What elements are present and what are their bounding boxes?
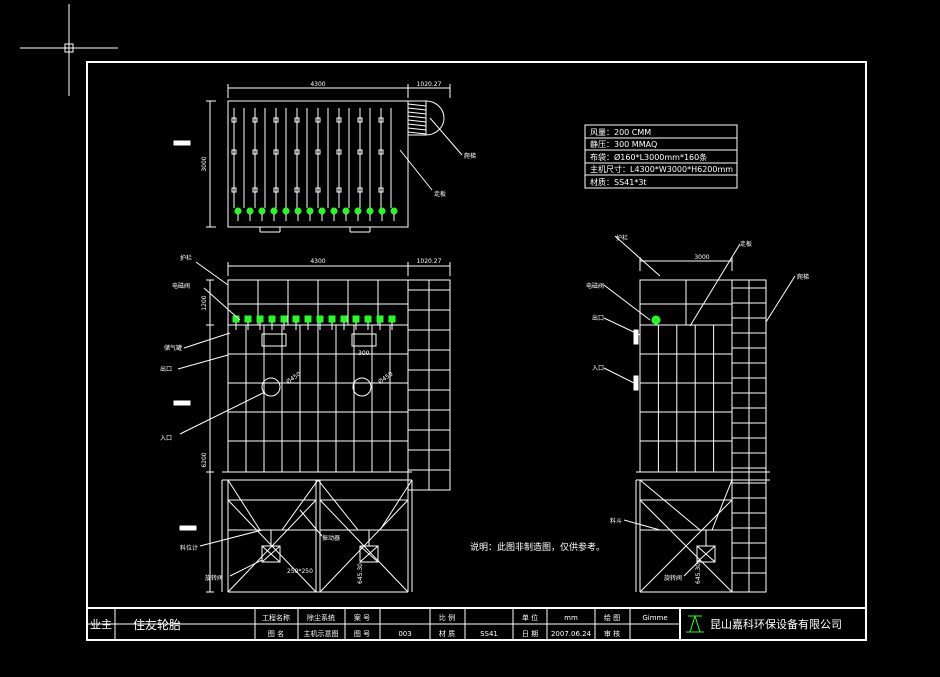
- dim-leg-side: 645.30: [695, 563, 702, 584]
- label-side-valve: 电磁阀: [586, 282, 604, 290]
- dim-plan-width: 4300: [310, 81, 325, 88]
- tb-company: 昆山嘉科环保设备有限公司: [710, 617, 842, 631]
- tb-date: 2007.06.24: [551, 630, 592, 638]
- tb-drawing-label: 图 名: [268, 629, 284, 638]
- label-side-guard: 护栏: [616, 234, 628, 242]
- tb-check-label: 审 核: [604, 629, 620, 638]
- tb-drafter-label: 绘 图: [604, 613, 620, 622]
- label-front-outlet: 出口: [160, 365, 172, 373]
- label-side-ladder: 爬梯: [797, 273, 809, 281]
- tb-drawing-no-label: 图 号: [354, 630, 370, 638]
- label-side-rot: 旋转阀: [664, 574, 682, 582]
- company-logo-icon: [686, 615, 704, 633]
- spec-row-2: 静压：300 MMAQ: [590, 139, 657, 149]
- dim-front-body: 6200: [201, 452, 208, 467]
- dim-outlet-front: 250*250: [287, 568, 313, 575]
- tb-material-label: 材 质: [439, 629, 455, 638]
- dim-front-ext: 1020.27: [417, 258, 442, 265]
- plan-view: [173, 84, 463, 233]
- dim-plan-ext: 1020.27: [417, 81, 442, 88]
- label-plan-header: 走板: [434, 190, 446, 198]
- spec-row-4: 主机尺寸：L4300*W3000*H6200mm: [590, 164, 733, 174]
- dim-small-box: 300: [358, 350, 370, 357]
- tb-unit: mm: [564, 614, 578, 622]
- label-side-inlet: 入口: [592, 365, 604, 372]
- label-side-header: 走板: [740, 240, 752, 248]
- spec-row-3: 布袋：Ø160*L3000mm*160条: [590, 152, 707, 162]
- tb-owner-label: 业主: [90, 618, 112, 631]
- drawing-frame: [86, 61, 867, 641]
- label-front-rot: 旋转阀: [205, 574, 223, 582]
- tb-scale-label: 比 例: [439, 613, 455, 622]
- tb-drawing-no: 003: [398, 630, 411, 638]
- dim-front-width: 4300: [310, 258, 325, 265]
- drawing-note: 说明：此图非制造图，仅供参考。: [470, 541, 605, 553]
- label-front-vibrator: 振动器: [322, 534, 340, 542]
- crosshair-cursor-icon: [20, 4, 118, 96]
- tb-unit-label: 单 位: [522, 613, 538, 622]
- tb-drafter: Gimme: [642, 614, 667, 622]
- tb-owner: 住友轮胎: [133, 618, 181, 632]
- tb-project: 除尘系统: [307, 613, 335, 622]
- label-front-inlet: 入口: [160, 435, 172, 442]
- tb-case-label: 案 号: [354, 613, 370, 622]
- title-block: [87, 607, 866, 640]
- label-front-guard: 护栏: [180, 254, 192, 262]
- spec-row-5: 材质：SS41*3t: [590, 177, 647, 187]
- tb-project-label: 工程名称: [262, 613, 290, 622]
- dim-leg-front: 645.30: [357, 563, 364, 584]
- specs-table: [584, 124, 738, 189]
- label-front-air: 储气罐: [164, 344, 182, 352]
- tb-drawing: 主机示意图: [304, 629, 339, 638]
- tb-material: SS41: [480, 630, 498, 638]
- side-view: [603, 235, 796, 593]
- spec-row-1: 风量：200 CMM: [590, 128, 651, 137]
- dim-plan-depth: 3000: [201, 156, 208, 171]
- dim-side-width: 3000: [694, 254, 709, 261]
- label-front-valve: 电磁阀: [172, 282, 190, 290]
- label-plan-ladder: 爬梯: [464, 152, 476, 160]
- dim-front-top: 1200: [201, 295, 208, 310]
- label-side-hopper: 料斗: [610, 517, 622, 525]
- front-view: [173, 261, 451, 593]
- tb-date-label: 日 期: [522, 630, 538, 638]
- label-side-outlet: 出口: [592, 314, 604, 322]
- label-front-level: 料位计: [180, 544, 198, 552]
